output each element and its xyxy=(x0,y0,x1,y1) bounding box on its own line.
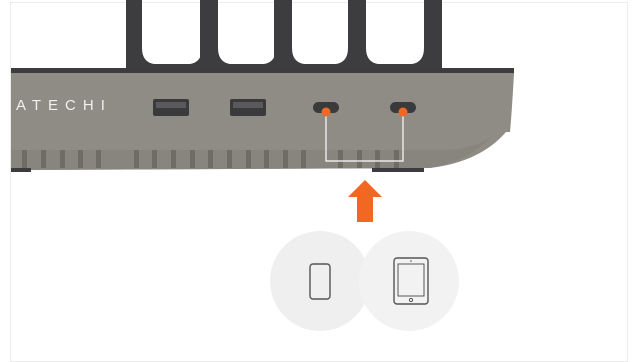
usb-a-port xyxy=(230,99,266,116)
vent-slots xyxy=(22,150,399,168)
port-indicator-dot xyxy=(398,107,408,117)
tablet-icon xyxy=(393,257,429,305)
port-bracket xyxy=(325,113,404,162)
device-tablet xyxy=(359,231,459,331)
device-smartphone xyxy=(270,231,370,331)
up-arrow-icon xyxy=(348,180,382,222)
port-indicator-dot xyxy=(321,107,331,117)
smartphone-icon xyxy=(309,263,331,300)
usb-a-port xyxy=(153,99,189,116)
hub-body xyxy=(11,68,514,172)
stand-legs xyxy=(126,0,442,70)
stand-leg xyxy=(348,0,442,70)
brand-wordmark: ATECHI xyxy=(16,97,112,114)
